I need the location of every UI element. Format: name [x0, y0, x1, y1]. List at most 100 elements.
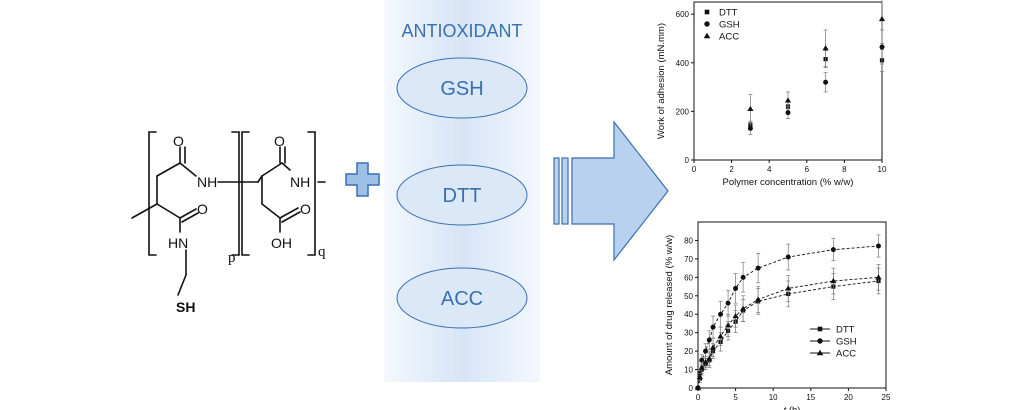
bracket-p-left [148, 131, 157, 256]
series-dtt [748, 49, 885, 129]
x-tick-label: 2 [729, 165, 734, 174]
label-o2: O [197, 201, 208, 217]
x-tick-label: 10 [878, 165, 887, 174]
data-point-gsh [710, 324, 716, 330]
y-tick-label: 60 [684, 273, 693, 282]
y-tick-label: 80 [684, 236, 693, 245]
data-point-acc [830, 277, 837, 284]
legend-marker-acc [816, 349, 824, 356]
y-tick-label: 0 [689, 384, 694, 393]
x-tick-label: 5 [733, 393, 738, 402]
data-point-acc [709, 344, 717, 350]
legend-marker-dtt [704, 9, 710, 15]
legend-marker-dtt [817, 326, 823, 332]
y-tick-label: 40 [684, 310, 693, 319]
legend-label-gsh: GSH [719, 20, 740, 31]
series-acc [747, 0, 886, 124]
x-tick-label: 20 [844, 393, 853, 402]
antioxidant-panel: ANTIOXIDANT GSH DTT ACC [384, 0, 540, 382]
x-tick-label: 0 [696, 393, 701, 402]
y-tick-label: 400 [676, 59, 690, 68]
data-point-gsh [699, 357, 705, 363]
data-point-gsh [706, 337, 712, 343]
ellipse-dtt [396, 164, 528, 226]
data-point-gsh [740, 274, 746, 280]
label-o4: O [300, 201, 311, 217]
label-gsh: GSH [440, 78, 483, 100]
structure-labels: O NH O HN p O NH O OH q SH [168, 133, 326, 315]
data-point-acc [822, 45, 829, 51]
data-point-gsh [875, 243, 881, 249]
data-point-gsh [823, 79, 829, 85]
chart-drug-release: 051015202501020304050607080t (h)Amount o… [664, 221, 891, 410]
y-tick-label: 50 [684, 292, 693, 301]
data-point-acc [698, 364, 705, 370]
bracket-p-right [231, 131, 240, 256]
legend-label-gsh: GSH [836, 337, 857, 348]
data-point-acc [724, 322, 732, 328]
x-tick-label: 8 [842, 165, 847, 174]
y-tick-label: 30 [684, 329, 693, 338]
x-axis-label: t (h) [784, 405, 801, 410]
plus-icon [345, 162, 380, 197]
y-tick-label: 10 [684, 366, 693, 375]
legend-label-acc: ACC [836, 349, 856, 360]
data-point-gsh [733, 285, 739, 291]
label-hn: HN [168, 235, 188, 251]
data-point-gsh [785, 254, 791, 260]
arrow-icon [553, 120, 669, 262]
antioxidant-item-acc: ACC [396, 267, 528, 329]
antioxidant-item-dtt: DTT [396, 164, 528, 226]
data-point-acc [875, 274, 882, 280]
data-point-acc [755, 296, 762, 302]
data-point-acc [702, 359, 709, 365]
data-point-gsh [755, 265, 761, 271]
plot-frame [693, 1, 883, 161]
y-tick-label: 600 [676, 10, 690, 19]
plot-frame [697, 221, 887, 389]
y-tick-label: 20 [684, 347, 693, 356]
antioxidant-item-gsh: GSH [396, 57, 528, 119]
label-p: p [228, 250, 236, 266]
data-point-gsh [830, 247, 836, 253]
legend-label-dtt: DTT [719, 8, 738, 19]
series-gsh [695, 234, 881, 391]
label-acc: ACC [441, 288, 483, 310]
label-nh2: NH [290, 174, 310, 190]
data-point-acc [747, 105, 754, 112]
label-sh: SH [176, 299, 195, 315]
ellipse-gsh [396, 57, 528, 119]
legend-label-dtt: DTT [836, 325, 855, 336]
bracket-q-right [307, 131, 316, 256]
x-tick-label: 0 [692, 165, 697, 174]
data-point-acc [784, 97, 792, 103]
label-oh: OH [271, 235, 292, 251]
bracket-q-left [241, 131, 250, 256]
data-point-acc [732, 312, 739, 319]
data-point-gsh [785, 110, 791, 116]
data-point-gsh [703, 348, 709, 354]
x-tick-label: 10 [769, 393, 778, 402]
data-point-gsh [725, 300, 731, 306]
x-tick-label: 15 [806, 393, 815, 402]
x-tick-label: 6 [805, 165, 810, 174]
y-tick-label: 70 [684, 255, 693, 264]
ellipse-acc [396, 267, 528, 329]
label-o3: O [274, 133, 285, 149]
arrow-stripe-1 [553, 157, 560, 225]
x-tick-label: 4 [767, 165, 772, 174]
y-tick-label: 200 [676, 107, 690, 116]
label-nh1: NH [197, 174, 217, 190]
data-point-gsh [718, 311, 724, 317]
data-point-acc [706, 355, 713, 361]
label-o1: O [173, 133, 184, 149]
data-point-acc [696, 373, 703, 380]
data-point-acc [694, 384, 702, 391]
legend-label-acc: ACC [719, 32, 739, 43]
legend-marker-gsh [704, 21, 710, 27]
series-line-gsh [697, 245, 879, 389]
x-tick-label: 25 [882, 393, 891, 402]
y-tick-label: 0 [685, 156, 690, 165]
